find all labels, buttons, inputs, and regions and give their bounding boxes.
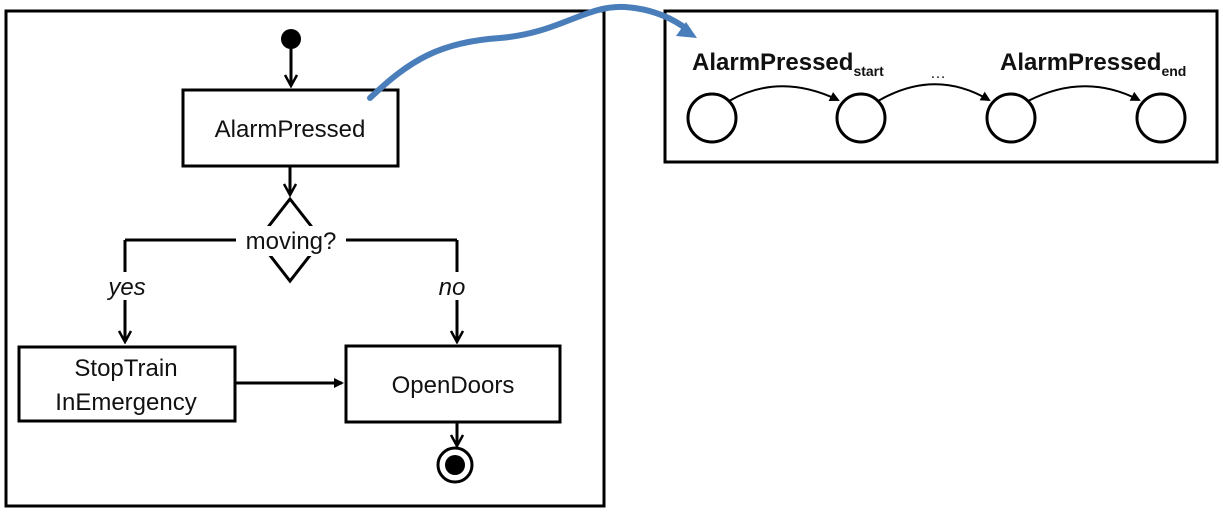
- action-alarm-pressed[interactable]: [181, 88, 400, 168]
- action-stop-train-label-line2: InEmergency: [55, 389, 196, 416]
- mapping-arrow: [367, 3, 691, 101]
- decision-label: moving?: [246, 228, 337, 255]
- action-stop-train-label-line1: StopTrain: [74, 355, 177, 382]
- final-node-inner: [445, 455, 465, 475]
- initial-node: [281, 29, 301, 49]
- action-alarm-pressed-label: AlarmPressed: [215, 116, 366, 143]
- trace-state-1: [686, 92, 738, 144]
- action-open-doors[interactable]: [344, 344, 562, 424]
- trace-start-label: AlarmPressedstart: [692, 49, 884, 79]
- trace-state-3: [985, 92, 1037, 144]
- trace-frame: [663, 9, 1219, 164]
- action-stop-train-in-emergency[interactable]: [17, 345, 237, 423]
- action-open-doors-label: OpenDoors: [392, 372, 515, 399]
- guard-yes: yes: [106, 274, 145, 301]
- trace-state-4: [1135, 92, 1187, 144]
- trace-end-label: AlarmPressedend: [1000, 49, 1186, 79]
- trace-transition-1: [728, 85, 840, 102]
- trace-transition-2: [877, 83, 991, 102]
- trace-state-2: [835, 92, 887, 144]
- trace-ellipsis: …: [930, 65, 946, 82]
- trace-transition-3: [1027, 85, 1141, 102]
- mapping-arrow-head: [676, 22, 697, 38]
- guard-no: no: [439, 274, 466, 301]
- activity-diagram-frame: [4, 9, 606, 508]
